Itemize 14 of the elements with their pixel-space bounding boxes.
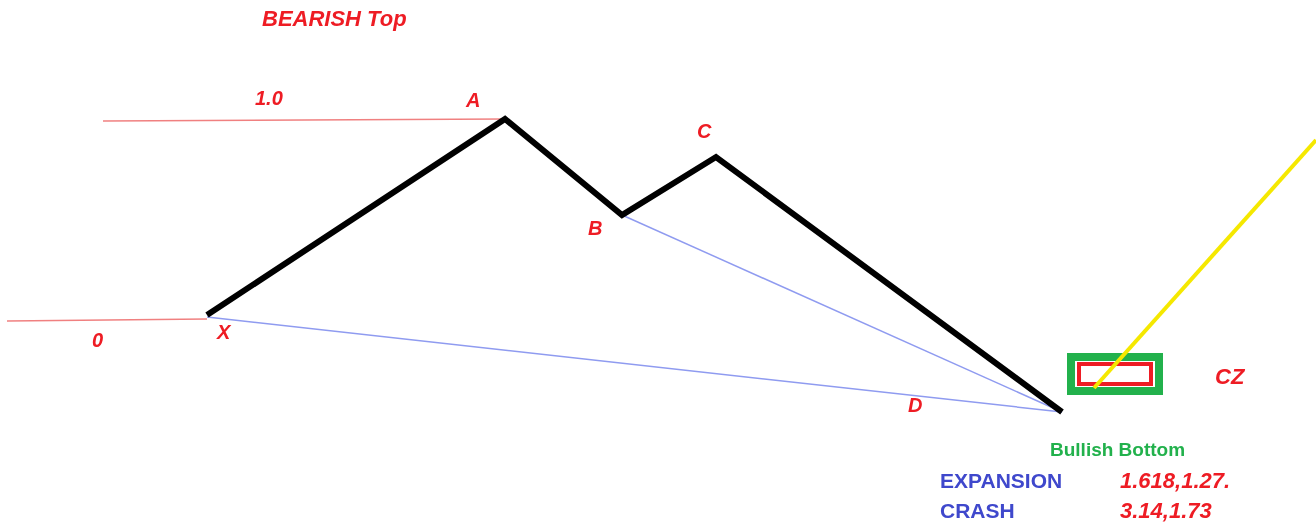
ratio-values: 3.14,1.73 — [1120, 500, 1212, 522]
point-label: B — [588, 218, 603, 238]
point-label: X — [217, 322, 231, 342]
point-label: D — [908, 395, 923, 415]
chart-title: BEARISH Top — [262, 8, 407, 30]
level-label: 0 — [92, 330, 104, 350]
ratio-name: EXPANSION — [940, 470, 1063, 491]
level-label: 1.0 — [255, 88, 283, 108]
ratio-name: CRASH — [940, 500, 1015, 521]
pattern-label: Bullish Bottom — [1050, 440, 1186, 459]
point-label: C — [697, 121, 712, 141]
zone-label: CZ — [1215, 366, 1245, 388]
point-label: A — [466, 90, 481, 110]
ratio-values: 1.618,1.27. — [1120, 470, 1231, 492]
